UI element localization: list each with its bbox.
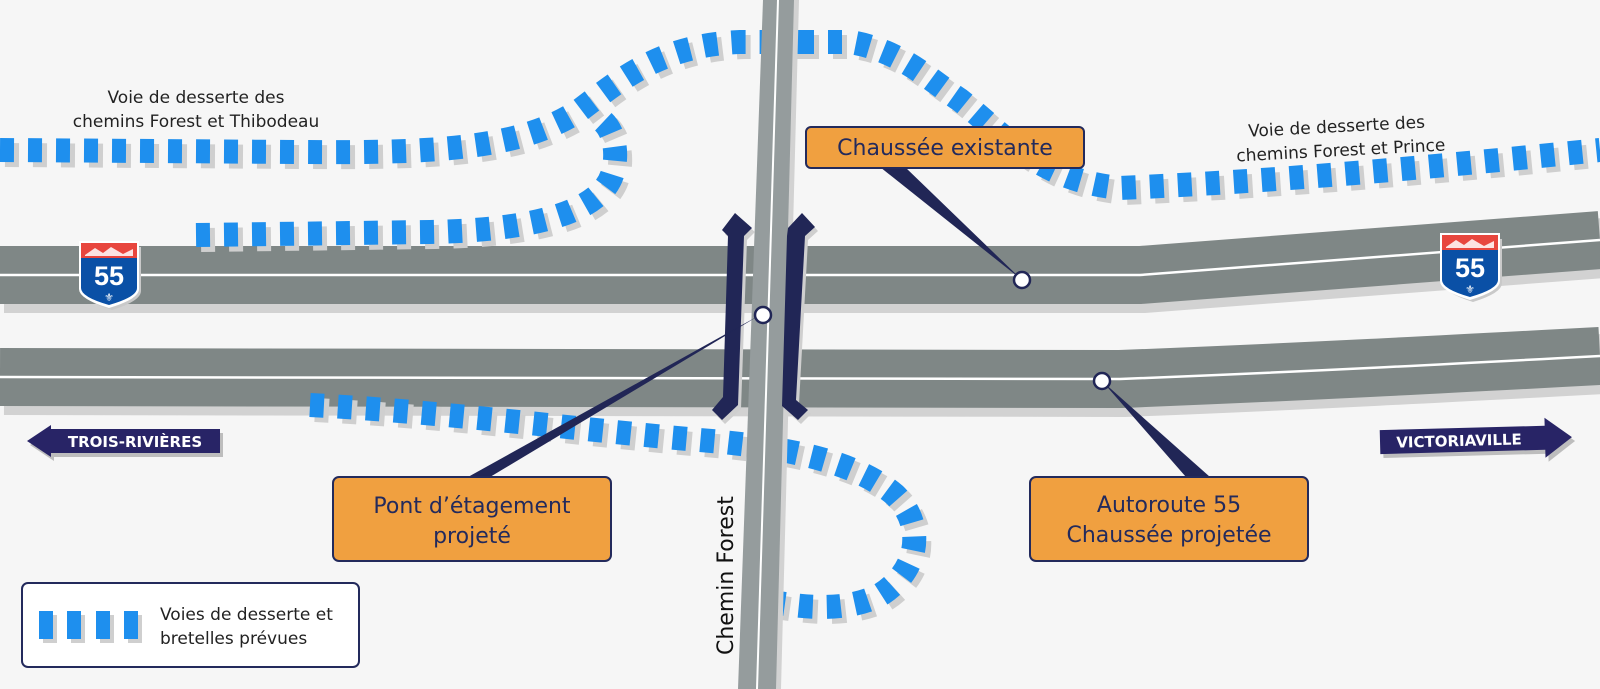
direction-sign-east: VICTORIAVILLE (1379, 417, 1576, 462)
callout-pointers (468, 167, 1210, 477)
marker-bridge (753, 305, 773, 325)
legend-line1: Voies de desserte et (160, 605, 333, 625)
pointer-existing (880, 167, 1022, 280)
callout-projected: Autoroute 55 Chaussée projetée (1029, 476, 1309, 562)
route-55-shield-west: 55 ⚜ (79, 241, 141, 310)
callout-existing-text: Chaussée existante (837, 136, 1053, 161)
callout-projected-line1: Autoroute 55 (1097, 493, 1241, 518)
legend: Voies de desserte et bretelles prévues (21, 582, 360, 668)
svg-text:chemins Forest et Thibodeau: chemins Forest et Thibodeau (73, 112, 320, 132)
callout-bridge-line2: projeté (433, 524, 511, 549)
label-service-road-west: Voie de desserte des chemins Forest et T… (73, 88, 320, 132)
fleur-de-lis-icon: ⚜ (1465, 283, 1475, 296)
callout-bridge-line1: Pont d’étagement (373, 494, 571, 519)
svg-text:55: 55 (94, 261, 124, 291)
bridge-structure (712, 213, 818, 424)
callout-dots (753, 270, 1112, 391)
chemin-forest-road (738, 0, 799, 689)
pointer-projected (1102, 381, 1210, 477)
callout-bridge: Pont d’étagement projeté (332, 476, 612, 562)
pointer-bridge (468, 315, 760, 477)
callout-existing: Chaussée existante (805, 126, 1085, 169)
svg-text:TROIS-RIVIÈRES: TROIS-RIVIÈRES (68, 432, 202, 451)
marker-existing (1012, 270, 1032, 290)
route-55-shield-east: 55 ⚜ (1440, 233, 1502, 302)
svg-text:55: 55 (1455, 253, 1485, 283)
arrow-left-icon (27, 425, 220, 457)
svg-text:VICTORIAVILLE: VICTORIAVILLE (1396, 430, 1522, 451)
fleur-de-lis-icon: ⚜ (104, 291, 114, 304)
arrow-right-icon (1379, 417, 1572, 458)
svg-text:Voie de desserte des: Voie de desserte des (108, 88, 285, 108)
label-service-road-east: Voie de desserte des chemins Forest et P… (1236, 113, 1446, 167)
callout-projected-line2: Chaussée projetée (1066, 523, 1271, 548)
direction-sign-west: TROIS-RIVIÈRES (27, 425, 223, 461)
service-road-loop-nw (196, 118, 620, 240)
service-road-east (800, 42, 1600, 193)
marker-projected (1092, 371, 1112, 391)
legend-line2: bretelles prévues (160, 629, 307, 649)
dashed-blue-road-icon (39, 611, 142, 643)
label-chemin-forest: Chemin Forest (714, 496, 739, 655)
